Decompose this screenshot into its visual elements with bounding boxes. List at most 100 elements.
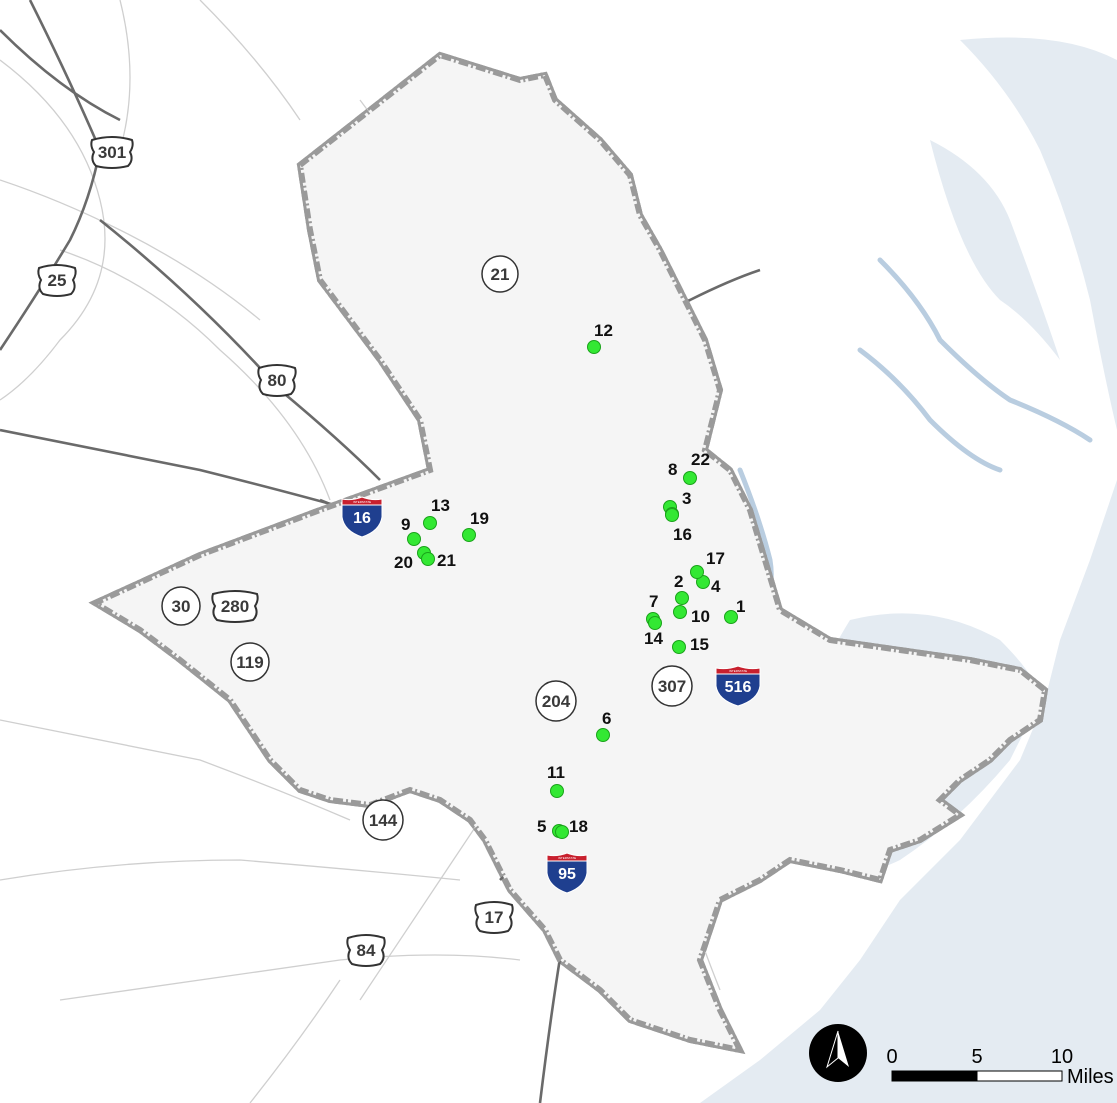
minor-road [0, 859, 461, 881]
interstate-shield-516: INTERSTATE 516 [715, 665, 761, 707]
svg-text:144: 144 [369, 811, 398, 830]
svg-text:280: 280 [221, 597, 249, 616]
site-marker-6[interactable]: 6 [596, 709, 612, 742]
us-route-shields: 301 25 80 280 17 84 [37, 136, 514, 967]
estuary-north [960, 37, 1117, 430]
scale-unit: Miles [1067, 1066, 1114, 1088]
minor-road [0, 59, 106, 401]
us-route-shield-17: 17 [474, 901, 514, 934]
svg-text:19: 19 [470, 509, 489, 528]
interstate-shield-95: INTERSTATE 95 [546, 852, 588, 894]
svg-text:307: 307 [658, 677, 686, 696]
svg-text:11: 11 [547, 763, 565, 782]
site-layer: 1 2 3 4 5 6 7 8 [394, 321, 745, 839]
svg-text:1: 1 [736, 597, 745, 616]
state-route-shields: 21 30 119 204 307 144 [161, 255, 693, 841]
state-route-21: 21 [481, 255, 519, 293]
minor-road [199, 0, 301, 121]
svg-text:25: 25 [48, 271, 67, 290]
svg-text:7: 7 [649, 592, 658, 611]
svg-text:16: 16 [673, 525, 692, 544]
svg-text:16: 16 [353, 510, 371, 527]
us-route-shield-80: 80 [257, 364, 297, 397]
svg-text:4: 4 [711, 577, 721, 596]
scale-tick-10: 10 [1051, 1046, 1073, 1068]
us-route-shield-25: 25 [37, 264, 77, 297]
svg-text:2: 2 [674, 572, 683, 591]
svg-text:204: 204 [542, 692, 571, 711]
site-marker-11[interactable]: 11 [547, 763, 565, 798]
minor-road [119, 0, 131, 151]
svg-text:18: 18 [569, 817, 588, 836]
scale-bar: 0 5 10 Miles [886, 1046, 1113, 1088]
site-marker-21[interactable]: 21 [421, 551, 456, 570]
state-route-204: 204 [535, 680, 577, 722]
interstate-shields: INTERSTATE 16 INTERSTATE 516 INTERSTATE … [341, 496, 761, 894]
svg-text:21: 21 [437, 551, 456, 570]
minor-road [249, 979, 341, 1103]
svg-text:INTERSTATE: INTERSTATE [353, 500, 371, 504]
site-marker-2[interactable]: 2 [674, 572, 689, 605]
svg-text:17: 17 [706, 549, 725, 568]
minor-road [59, 954, 521, 1001]
scale-tick-5: 5 [971, 1046, 982, 1068]
site-marker-12[interactable]: 12 [587, 321, 613, 354]
site-marker-13[interactable]: 13 [423, 496, 450, 530]
svg-text:INTERSTATE: INTERSTATE [729, 669, 747, 673]
site-marker-22[interactable]: 22 [683, 450, 710, 485]
state-route-144: 144 [362, 799, 404, 841]
svg-text:10: 10 [691, 607, 710, 626]
interstate-shield-16: INTERSTATE 16 [341, 496, 383, 538]
site-marker-14[interactable]: 14 [644, 616, 663, 649]
minor-road [0, 719, 351, 821]
svg-text:301: 301 [98, 143, 126, 162]
minor-road [0, 179, 261, 321]
state-route-119: 119 [230, 642, 270, 682]
site-marker-10[interactable]: 10 [673, 605, 710, 627]
us-route-shield-84: 84 [346, 934, 386, 967]
ocean [700, 480, 1117, 1103]
svg-text:80: 80 [268, 371, 287, 390]
state-route-30: 30 [161, 586, 201, 626]
svg-text:8: 8 [668, 460, 677, 479]
svg-text:6: 6 [602, 709, 611, 728]
site-marker-18[interactable]: 18 [555, 817, 588, 839]
svg-text:12: 12 [594, 321, 613, 340]
svg-text:9: 9 [401, 515, 410, 534]
minor-road [59, 249, 331, 501]
svg-text:14: 14 [644, 629, 663, 648]
site-marker-19[interactable]: 19 [462, 509, 489, 542]
svg-text:30: 30 [172, 597, 191, 616]
svg-text:119: 119 [236, 653, 263, 672]
svg-text:22: 22 [691, 450, 710, 469]
us-route-shield-280: 280 [211, 590, 259, 623]
river-branch-2 [857, 347, 1003, 473]
scale-tick-0: 0 [886, 1046, 897, 1068]
svg-text:21: 21 [491, 265, 510, 284]
highway-301-north [0, 29, 121, 122]
north-arrow-icon [809, 1024, 867, 1082]
svg-text:15: 15 [690, 635, 709, 654]
svg-text:3: 3 [682, 489, 691, 508]
site-marker-9[interactable]: 9 [401, 515, 421, 546]
water-north-east [930, 140, 1060, 360]
site-marker-1[interactable]: 1 [724, 597, 746, 624]
svg-text:INTERSTATE: INTERSTATE [558, 856, 576, 860]
svg-text:17: 17 [485, 908, 504, 927]
svg-text:20: 20 [394, 553, 413, 572]
site-marker-17[interactable]: 17 [690, 549, 725, 579]
svg-text:95: 95 [558, 866, 576, 883]
us-route-shield-301: 301 [90, 136, 134, 169]
site-marker-15[interactable]: 15 [672, 635, 709, 654]
highway-301 [28, 0, 102, 151]
river-branch-1 [877, 257, 1093, 443]
highway-25 [0, 149, 102, 351]
svg-text:84: 84 [357, 941, 376, 960]
svg-text:5: 5 [537, 817, 546, 836]
site-marker-16[interactable]: 16 [665, 508, 692, 545]
svg-text:13: 13 [431, 496, 450, 515]
svg-text:516: 516 [725, 679, 752, 696]
state-route-307: 307 [651, 665, 693, 707]
